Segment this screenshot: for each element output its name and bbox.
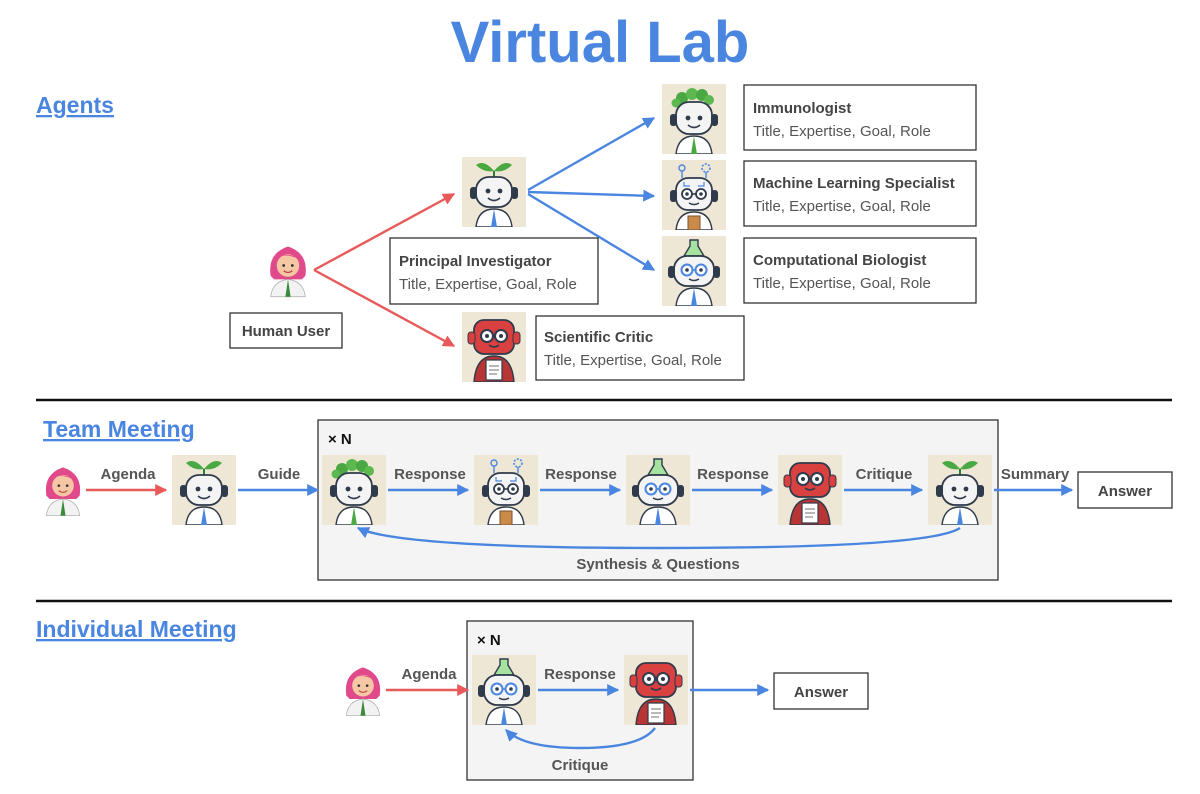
critic-name: Scientific Critic	[544, 329, 653, 346]
pi-to-ml-arrow	[527, 189, 656, 202]
immunologist-desc: Title, Expertise, Goal, Role	[753, 123, 931, 140]
pi-to-immunologist-arrow	[527, 116, 656, 192]
team-critique-label: Critique	[856, 466, 913, 483]
compbio-desc: Title, Expertise, Goal, Role	[753, 275, 931, 292]
pi-to-compbio-arrow	[527, 192, 656, 272]
section-individual-heading: Individual Meeting	[36, 616, 237, 642]
team-response3-label: Response	[697, 466, 769, 483]
pi-name: Principal Investigator	[399, 253, 552, 270]
team-loop-count: × N	[328, 431, 352, 448]
team-synthesis-label: Synthesis & Questions	[576, 556, 739, 573]
individual-loop-count: × N	[477, 632, 501, 649]
team-answer-box	[1077, 471, 1173, 509]
team-summary-label: Summary	[1001, 466, 1070, 483]
team-synthesis-arrow	[356, 526, 961, 550]
pi-robot-icon	[462, 157, 526, 227]
individual-response-label: Response	[544, 666, 616, 683]
page-title: Virtual Lab	[451, 10, 750, 75]
human-to-pi-arrow	[313, 192, 456, 272]
individual-critique-arrow	[505, 727, 656, 750]
pi-desc: Title, Expertise, Goal, Role	[399, 276, 577, 293]
human-to-critic-arrow	[313, 268, 456, 348]
ml-desc: Title, Expertise, Goal, Role	[753, 198, 931, 215]
individual-answer-label: Answer	[794, 684, 848, 701]
individual-human-icon	[345, 666, 381, 717]
team-pi-icon	[172, 455, 236, 525]
section-agents-heading: Agents	[36, 92, 114, 118]
team-guide-label: Guide	[258, 466, 301, 483]
ml-robot-icon	[662, 160, 726, 230]
human-user-label: Human User	[242, 323, 331, 340]
team-compbio-icon	[626, 455, 690, 525]
team-agenda-label: Agenda	[100, 466, 156, 483]
human-user-icon	[269, 245, 307, 298]
immunologist-name: Immunologist	[753, 100, 851, 117]
compbio-robot-icon	[662, 236, 726, 306]
compbio-box	[743, 237, 977, 304]
individual-critic-icon	[624, 655, 688, 725]
critic-desc: Title, Expertise, Goal, Role	[544, 352, 722, 369]
section-team-heading: Team Meeting	[43, 416, 195, 442]
ml-box	[743, 160, 977, 227]
critic-robot-icon	[462, 312, 526, 382]
ml-name: Machine Learning Specialist	[753, 175, 955, 192]
immunologist-robot-icon	[662, 84, 726, 154]
team-response1-label: Response	[394, 466, 466, 483]
team-critic-icon	[778, 455, 842, 525]
immunologist-box	[743, 84, 977, 151]
human-user-box	[229, 312, 343, 349]
compbio-name: Computational Biologist	[753, 252, 926, 269]
team-human-icon	[45, 466, 81, 517]
team-response2-label: Response	[545, 466, 617, 483]
pi-box	[389, 237, 599, 305]
team-pi-summary-icon	[928, 455, 992, 525]
individual-agenda-label: Agenda	[401, 666, 457, 683]
critic-box	[535, 315, 745, 381]
individual-critique-label: Critique	[552, 757, 609, 774]
team-ml-icon	[474, 455, 538, 525]
individual-compbio-icon	[472, 655, 536, 725]
team-immunologist-icon	[322, 455, 386, 525]
team-answer-label: Answer	[1098, 483, 1152, 500]
individual-answer-box	[773, 672, 869, 710]
